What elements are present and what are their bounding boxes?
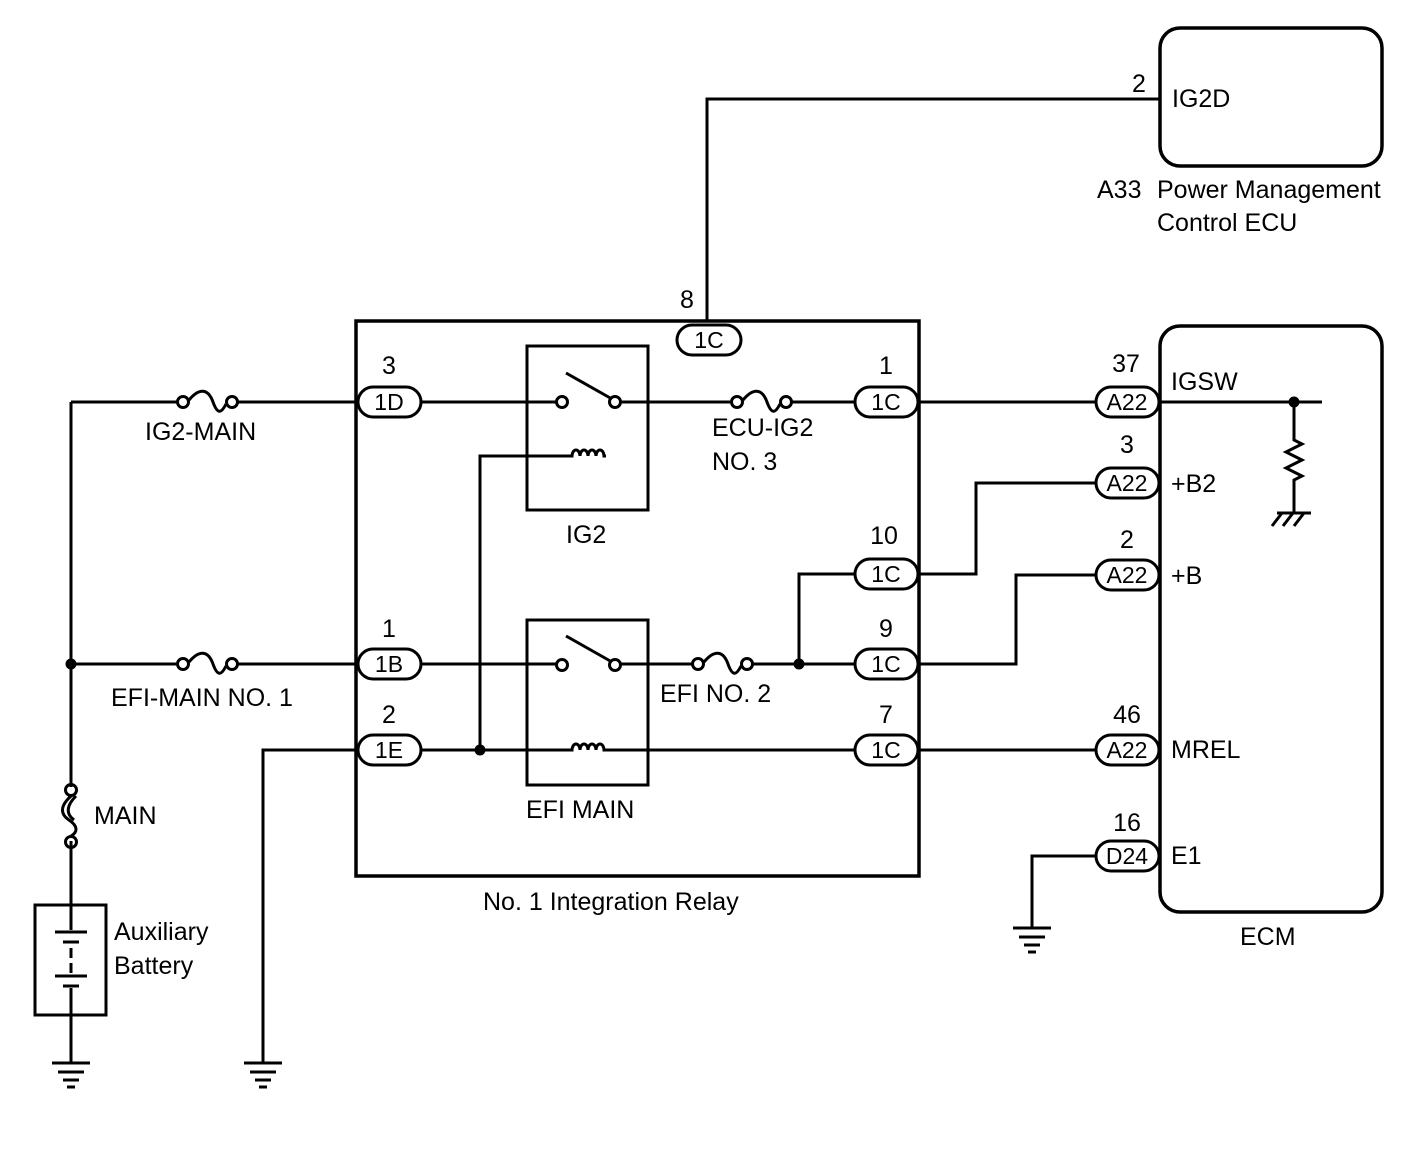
connector-code: 1C xyxy=(871,389,900,415)
ecm-pin-mrel: MREL xyxy=(1171,736,1241,764)
ig2-coil-symbol xyxy=(570,448,606,458)
connector-code: A22 xyxy=(1107,737,1148,763)
ig2-main-fuse-icon xyxy=(176,389,239,413)
efi-main-relay: EFI MAIN xyxy=(525,618,650,824)
connector-code: 1C xyxy=(694,327,723,353)
pin-number: 3 xyxy=(382,352,396,380)
pin-number: 37 xyxy=(1112,350,1140,378)
connector-a22-pin46: A22 46 xyxy=(1094,701,1161,767)
connector-a22-pin3: A22 3 xyxy=(1094,431,1161,500)
pin-number: 2 xyxy=(382,701,396,729)
connector-1d-pin3: 1D 3 xyxy=(356,352,423,419)
battery-label-line2: Battery xyxy=(114,952,194,980)
connector-1c-pin9: 1C 9 xyxy=(853,615,920,681)
ig2d-pin-label: IG2D xyxy=(1172,85,1230,113)
wire-1e-ground xyxy=(261,748,366,1063)
ig2-relay: IG2 xyxy=(525,344,650,549)
main-fuse-label: MAIN xyxy=(94,802,157,830)
wire-b2 xyxy=(916,481,1100,576)
ecm-pin-b2: +B2 xyxy=(1171,470,1216,498)
efi-no2-fuse-icon xyxy=(691,651,754,675)
power-ecu-name-line1: Power Management xyxy=(1157,176,1381,204)
ground-icon-relay xyxy=(244,1061,282,1089)
pin-number: 10 xyxy=(870,522,898,550)
power-ecu-name-line2: Control ECU xyxy=(1157,209,1297,237)
connector-code: A22 xyxy=(1107,389,1148,415)
battery-label-line1: Auxiliary xyxy=(114,918,209,946)
wire-ig2d xyxy=(705,97,1160,326)
connector-1c-pin8: 1C 8 xyxy=(675,286,743,357)
ecu-ig2-fuse-label-line2: NO. 3 xyxy=(712,448,777,476)
pin-number: 9 xyxy=(879,615,893,643)
connector-d24-pin16: D24 16 xyxy=(1094,809,1161,873)
connector-code: 1B xyxy=(375,651,403,677)
resistor-icon xyxy=(1282,402,1306,513)
efi-no2-fuse-label: EFI NO. 2 xyxy=(660,680,771,708)
wire-b xyxy=(916,573,1100,666)
power-ecu-connector: A33 xyxy=(1097,176,1141,204)
wire-e1-ground xyxy=(1030,854,1098,928)
efi-main-no1-fuse-label: EFI-MAIN NO. 1 xyxy=(111,684,293,712)
ecu-ig2-no3-fuse-icon xyxy=(730,389,793,413)
ground-icon-battery xyxy=(52,1061,90,1089)
efi-main-no1-fuse-icon xyxy=(176,651,239,675)
ig2d-pin-number: 2 xyxy=(1132,70,1146,98)
connector-code: A22 xyxy=(1107,562,1148,588)
connector-code: 1C xyxy=(871,651,900,677)
pin-number: 46 xyxy=(1113,701,1141,729)
ig2-main-fuse-label: IG2-MAIN xyxy=(145,418,256,446)
connector-a22-pin37: A22 37 xyxy=(1094,350,1161,419)
efi-main-label: EFI MAIN xyxy=(526,796,634,824)
ecu-ig2-fuse-label-line1: ECU-IG2 xyxy=(712,414,813,442)
ecm: ECM IGSW +B2 +B MREL E1 xyxy=(1158,324,1384,951)
connector-code: 1C xyxy=(871,561,900,587)
pin-number: 2 xyxy=(1120,526,1134,554)
connector-1b-pin1: 1B 1 xyxy=(356,615,423,681)
connector-1e-pin2: 1E 2 xyxy=(356,701,423,767)
connector-code: A22 xyxy=(1107,470,1148,496)
connector-code: 1E xyxy=(375,737,403,763)
relay-name: No. 1 Integration Relay xyxy=(483,888,739,916)
connector-code: 1C xyxy=(871,737,900,763)
ecm-pin-b: +B xyxy=(1171,562,1202,590)
connector-1c-pin7: 1C 7 xyxy=(853,701,920,767)
pin-number: 1 xyxy=(879,352,893,380)
connector-1c-pin10: 1C 10 xyxy=(853,522,920,591)
auxiliary-battery: Auxiliary Battery xyxy=(33,903,209,1017)
pin-number: 7 xyxy=(879,701,893,729)
connector-1c-pin1: 1C 1 xyxy=(853,352,920,419)
chassis-ground-icon xyxy=(1270,511,1311,527)
ecm-pin-igsw: IGSW xyxy=(1171,368,1238,396)
connector-code: 1D xyxy=(374,389,403,415)
ecm-label: ECM xyxy=(1240,923,1296,951)
connector-a22-pin2: A22 2 xyxy=(1094,526,1161,592)
pin-number: 8 xyxy=(680,286,694,314)
ground-icon-ecm xyxy=(1013,926,1051,954)
efi-main-coil-symbol xyxy=(570,742,606,752)
pin-number: 1 xyxy=(382,615,396,643)
connector-code: D24 xyxy=(1106,843,1148,869)
main-fuse-icon xyxy=(61,783,78,849)
ig2-label: IG2 xyxy=(566,521,606,549)
pin-number: 3 xyxy=(1120,431,1134,459)
pin-number: 16 xyxy=(1113,809,1141,837)
ecm-pin-e1: E1 xyxy=(1171,842,1202,870)
power-management-ecu: IG2D 2 A33 Power Management Control ECU xyxy=(1097,26,1384,237)
